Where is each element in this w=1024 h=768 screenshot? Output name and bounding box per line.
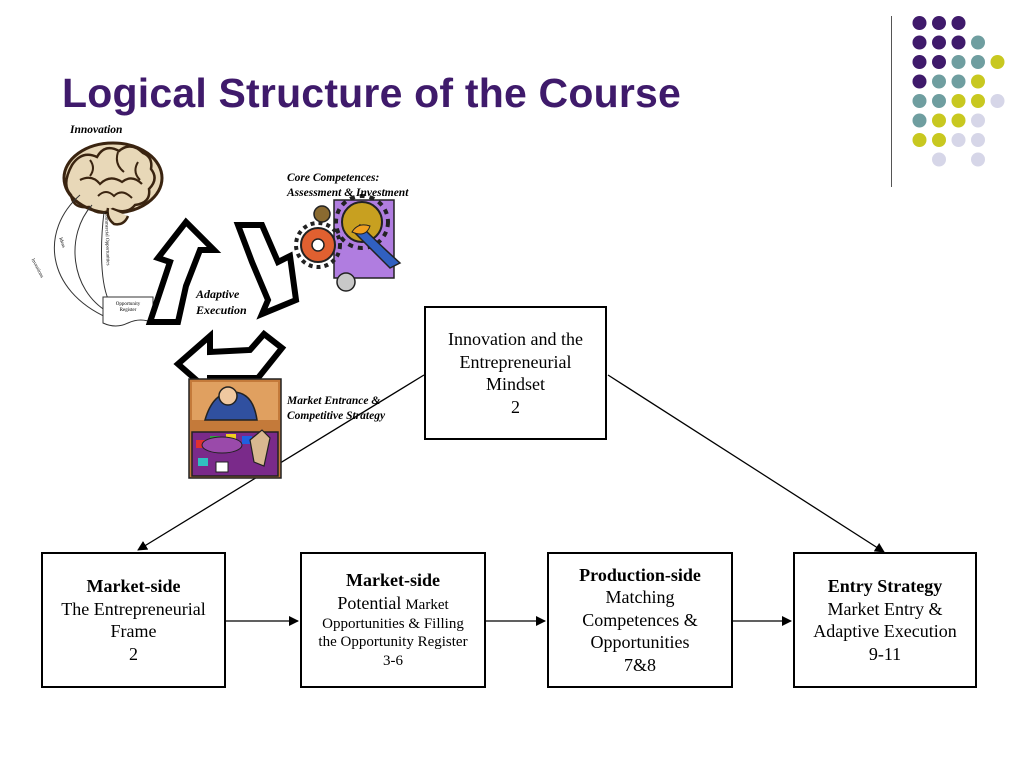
opportunity-register-line2: Register [119,308,137,313]
decor-dot [971,113,985,128]
box3-line2: Competences & [582,609,698,630]
board-game-icon [188,378,282,479]
adaptive-label-line1: Adaptive [196,287,240,301]
core-competences-label: Core Competences: Assessment & Investmen… [287,171,408,201]
market-entrance-label-line2: Competitive Strategy [287,409,386,422]
decor-dot [990,94,1005,108]
decor-dot [951,35,966,50]
market-side-potential-box: Market-side Potential Market Opportuniti… [300,552,486,688]
adaptive-label-line2: Execution [196,302,247,317]
decor-dot [932,55,946,69]
market-side-frame-box: Market-side The Entrepreneurial Frame 2 [41,552,226,688]
box1-line2: Frame [110,621,157,641]
market-entrance-label: Market Entrance & Competitive Strategy [287,394,385,424]
market-entrance-label-line1: Market Entrance & [287,395,381,407]
top-box-session: 2 [511,396,520,417]
box3-session: 7&8 [623,654,656,675]
decor-dot [951,94,966,108]
arrow-top-to-entry-strategy [607,374,885,553]
decor-divider-line [891,16,892,187]
decor-dot [912,133,927,147]
box2-line1: Potential Market [337,592,448,615]
box3-line3: Opportunities [590,632,690,653]
opportunity-register-label: Opportunity Register [103,302,153,314]
gears-icon [294,194,402,292]
box4-heading: Entry Strategy [827,576,943,596]
core-competences-label-line2: Assessment & Investment [287,186,409,199]
decor-dot [932,16,946,30]
box4-line2: Adaptive Execution [813,621,957,641]
box3-line1: Matching [605,587,675,608]
decor-dot [932,35,946,50]
innovation-mindset-box: Innovation and the Entrepreneurial Minds… [424,306,607,440]
box2-session: 3-6 [383,653,403,670]
decor-dot [912,74,927,89]
top-box-line2: Entrepreneurial [459,351,572,372]
decor-dot [932,133,946,147]
box4-session: 9-11 [868,643,902,664]
decor-dot [971,35,985,50]
box4-line1: Market Entry & [827,598,943,619]
decor-dot [932,74,946,89]
box2-heading: Market-side [346,570,440,591]
innovation-label: Innovation [70,124,123,136]
decor-dot [951,55,966,69]
decor-dot [951,74,966,89]
decor-dot [990,55,1005,69]
decor-dot [932,113,946,128]
decor-dot [971,152,985,167]
box3-heading: Production-side [579,564,701,585]
decor-dot [971,94,985,108]
opportunity-register-line1: Opportunity [115,302,141,307]
decor-dot [912,35,927,50]
core-competences-label-line1: Core Competences: [287,172,380,184]
slide-title: Logical Structure of the Course [62,70,681,116]
decor-dot [971,55,985,69]
box2-line1a: Potential [337,592,402,613]
box2-line1b: Market [405,596,449,613]
decor-dot [951,133,966,147]
box2-line3: the Opportunity Register [318,634,468,651]
box1-session: 2 [129,643,138,664]
decor-dot [932,94,946,108]
top-box-line3: Mindset [485,374,545,394]
decor-dot [951,113,966,128]
decor-dot [932,152,946,167]
decor-dot [971,74,985,89]
decor-dot-grid [912,16,1005,167]
brain-icon [62,141,164,226]
decor-dot [971,133,985,147]
entry-strategy-box: Entry Strategy Market Entry & Adaptive E… [793,552,977,688]
top-box-line1: Innovation and the [448,329,583,349]
box1-line1: The Entrepreneurial [61,598,206,619]
decor-dot [912,94,927,108]
decor-dot [951,16,966,30]
decor-dot [912,55,927,69]
adaptive-execution-label: Adaptive Execution [196,287,247,318]
production-side-box: Production-side Matching Competences & O… [547,552,733,688]
decor-dot [912,113,927,128]
box2-line2: Opportunities & Filling [322,615,464,632]
box1-heading: Market-side [86,576,181,596]
decor-dot [912,16,927,30]
cycle-arrows-icon [145,217,300,399]
